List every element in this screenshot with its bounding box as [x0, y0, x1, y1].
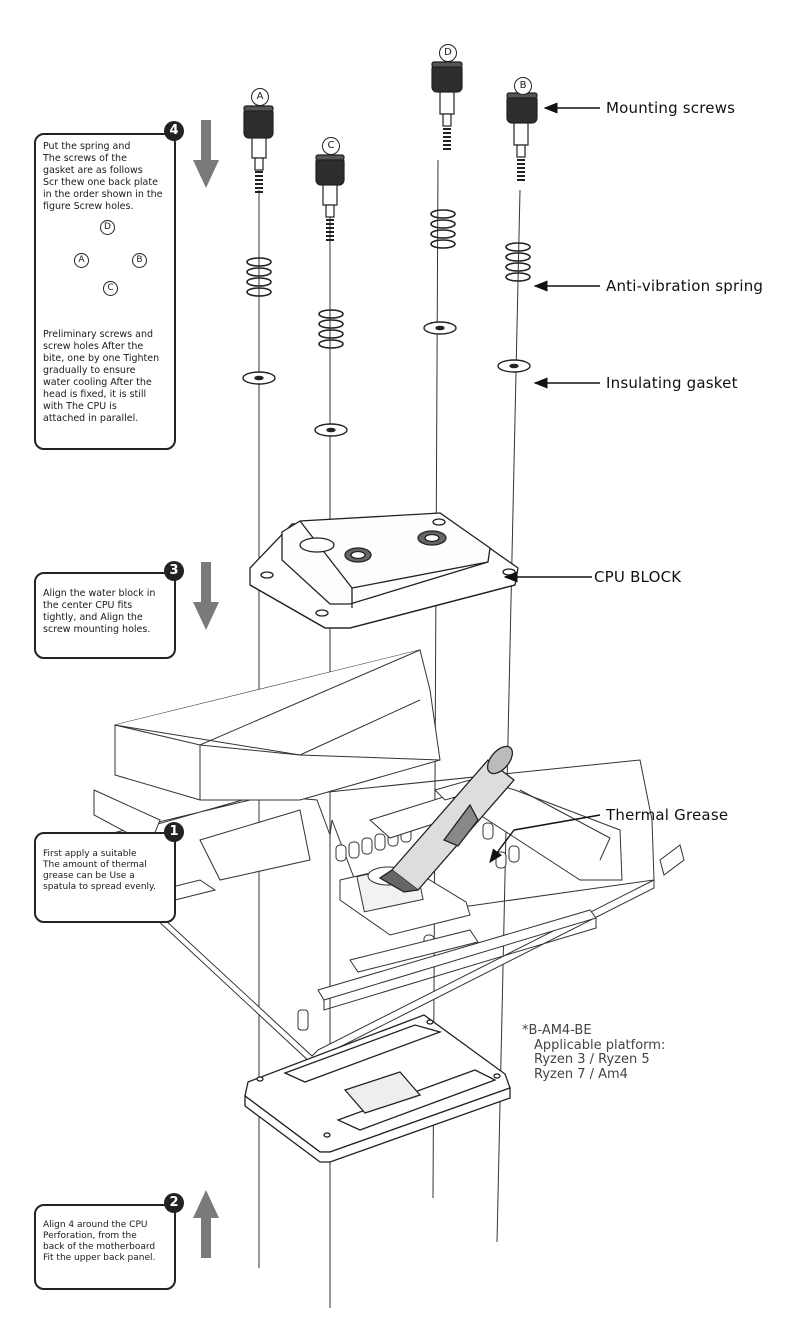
spring-c [318, 309, 344, 349]
step-2-instructions: Align 4 around the CPU Perforation, from… [43, 1220, 156, 1263]
step-3-box: Align the water block in the center CPU … [34, 572, 176, 659]
step-1-instructions: First apply a suitable The amount of the… [43, 849, 156, 892]
step-3-instructions: Align the water block in the center CPU … [43, 588, 156, 635]
label-thermal-grease: Thermal Grease [606, 806, 729, 824]
screw-b [506, 92, 538, 181]
screw-label-a: A [251, 88, 269, 106]
step-4-diagram-area: D A B C [43, 213, 168, 329]
label-anti-vibration-spring: Anti-vibration spring [606, 277, 764, 295]
callout-arrows [489, 102, 601, 864]
step-1-box: First apply a suitable The amount of the… [34, 832, 176, 923]
label-cpu-block: CPU BLOCK [594, 568, 682, 586]
diagram-label-d: D [100, 220, 115, 235]
platform-info: *B-AM4-BE Applicable platform: Ryzen 3 /… [522, 1023, 666, 1082]
gaskets [242, 321, 531, 437]
step-3-number: 3 [164, 561, 184, 581]
down-arrow-step3 [193, 562, 219, 630]
springs [246, 209, 531, 349]
screw-label-b: B [514, 77, 532, 95]
screw-c [315, 154, 345, 241]
label-insulating-gasket: Insulating gasket [606, 374, 738, 392]
down-arrow-step4 [193, 120, 219, 188]
back-plate [244, 1014, 511, 1163]
spring-b [505, 242, 531, 282]
direction-arrows [193, 120, 219, 1258]
screw-label-c: C [322, 137, 340, 155]
step-4-number: 4 [164, 121, 184, 141]
diagram-label-b: B [132, 253, 147, 268]
spring-d [430, 209, 456, 249]
screw-label-d: D [439, 44, 457, 62]
screw-a [243, 105, 274, 193]
step-2-number: 2 [164, 1193, 184, 1213]
label-mounting-screws: Mounting screws [606, 99, 736, 117]
step-2-box: Align 4 around the CPU Perforation, from… [34, 1204, 176, 1290]
diagram-label-c: C [103, 281, 118, 296]
platform-model: *B-AM4-BE [522, 1023, 592, 1038]
up-arrow-step2 [193, 1190, 219, 1258]
thermal-grease-syringe [378, 745, 515, 893]
diagram-label-a: A [74, 253, 89, 268]
step-4-box: Put the spring and The screws of the gas… [34, 133, 176, 450]
platform-ryzen-7-am4: Ryzen 7 / Am4 [534, 1066, 628, 1082]
step-4-instructions: Put the spring and The screws of the gas… [43, 141, 163, 212]
step-4-tightening-note: Preliminary screws and screw holes After… [43, 329, 160, 424]
screw-d [431, 61, 463, 150]
platform-heading: Applicable platform: [534, 1037, 666, 1053]
motherboard [83, 649, 685, 1065]
cpu-water-block [249, 512, 519, 629]
spring-a [246, 257, 272, 297]
platform-ryzen-3-5: Ryzen 3 / Ryzen 5 [534, 1052, 650, 1067]
step-1-number: 1 [164, 822, 184, 842]
